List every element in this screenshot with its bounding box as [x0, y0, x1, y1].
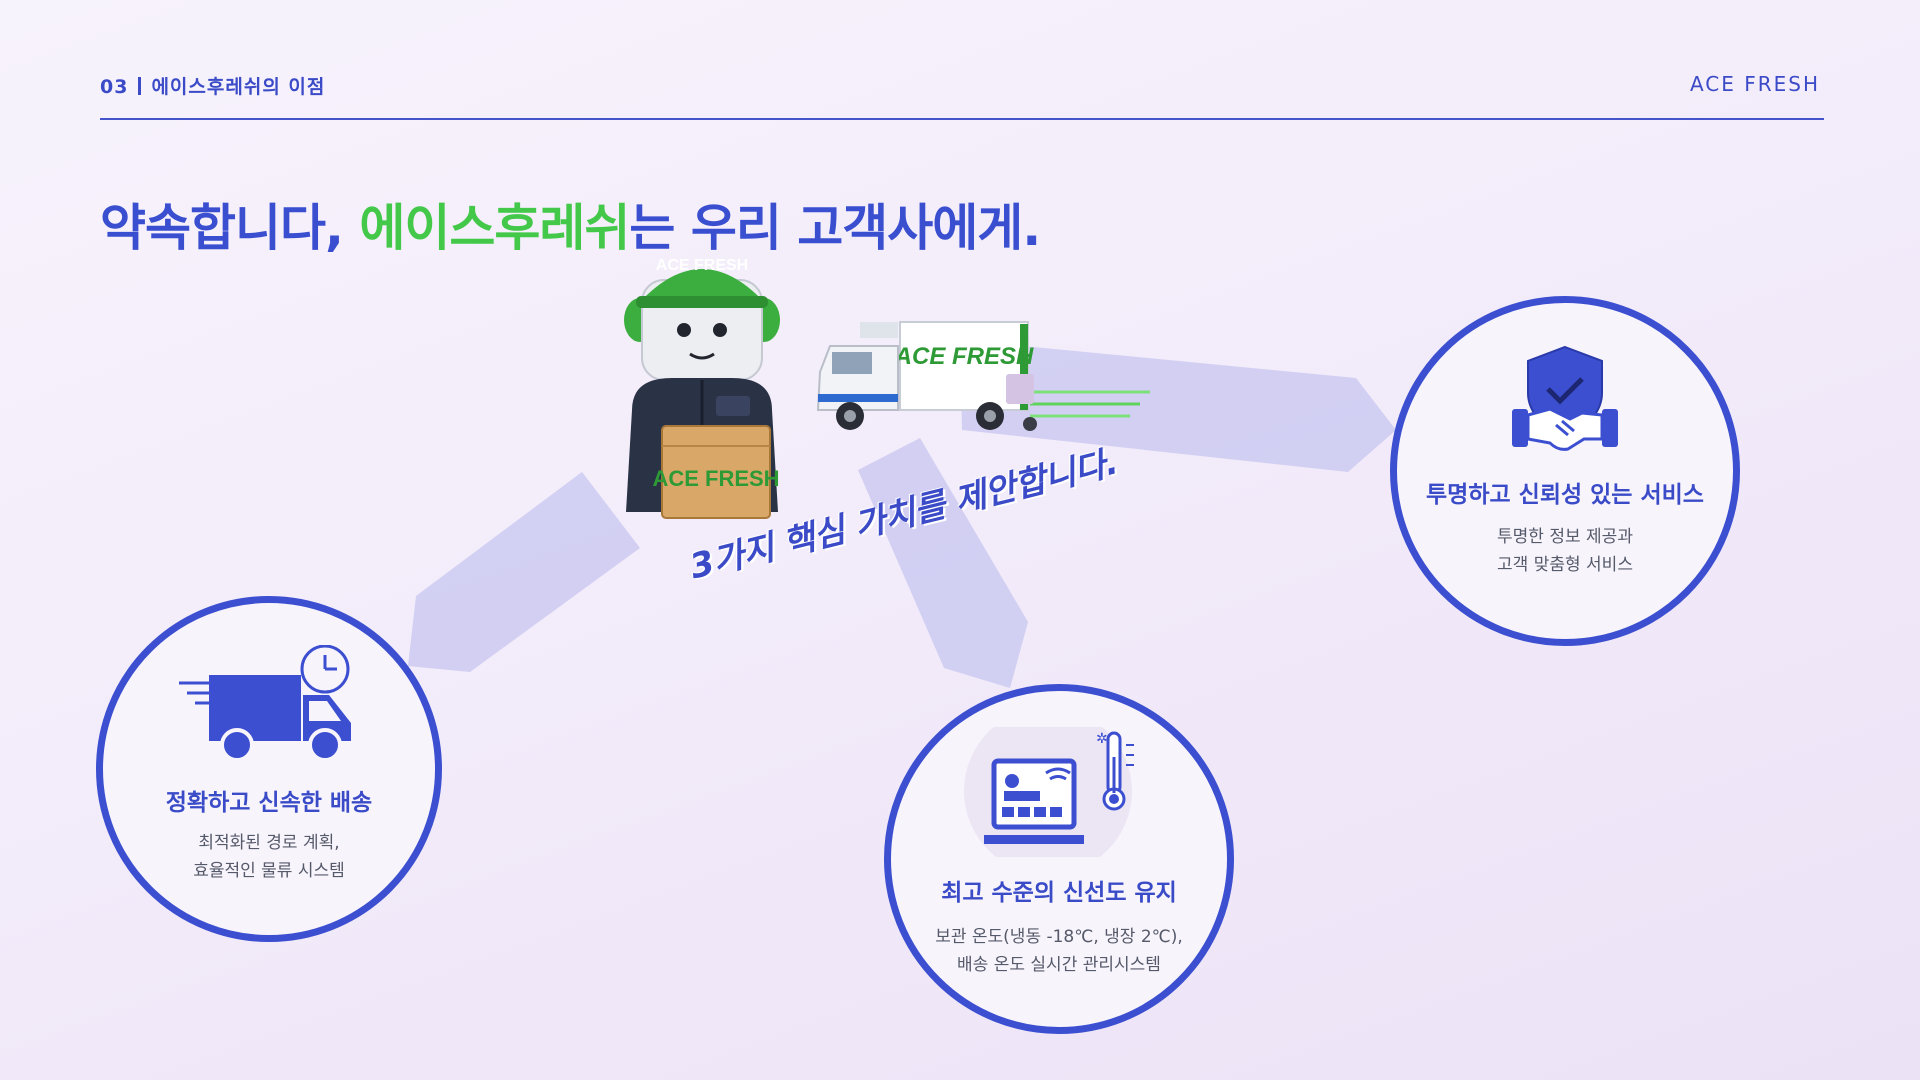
value-card-trust: 투명하고 신뢰성 있는 서비스 투명한 정보 제공과 고객 맞춤형 서비스	[1390, 296, 1740, 646]
truck-logo-text: ACE FRESH	[894, 343, 1034, 370]
arrow-to-trust	[960, 340, 1396, 472]
section-title: 에이스후레쉬의 이점	[151, 76, 326, 98]
value-desc-trust-line1: 투명한 정보 제공과	[1497, 527, 1633, 547]
section-label: 03 에이스후레쉬의 이점	[100, 72, 325, 99]
page-title-brand: 에이스후레쉬	[359, 199, 630, 257]
page-title: 약속합니다, 에이스후레쉬는 우리 고객사에게.	[100, 188, 1041, 260]
svg-text:✲: ✲	[1096, 731, 1108, 747]
arrow-to-delivery	[408, 472, 640, 672]
value-card-freshness: ✲ 최고 수준의 신선도 유지 보관 온도(냉동 -18℃, 냉장 2℃), 배…	[884, 684, 1234, 1034]
value-desc-trust: 투명한 정보 제공과 고객 맞춤형 서비스	[1397, 523, 1733, 579]
value-desc-freshness-line2: 배송 온도 실시간 관리시스템	[957, 955, 1161, 975]
shield-handshake-icon	[1512, 345, 1618, 451]
value-desc-delivery-line1: 최적화된 경로 계획,	[198, 833, 340, 853]
section-divider	[138, 77, 142, 95]
mascot-cap-text: ACE FRESH	[656, 257, 748, 274]
page-title-prefix: 약속합니다,	[100, 199, 360, 257]
section-number: 03	[100, 76, 129, 98]
value-card-delivery: 정확하고 신속한 배송 최적화된 경로 계획, 효율적인 물류 시스템	[96, 596, 442, 942]
value-desc-freshness-line1: 보관 온도(냉동 -18℃, 냉장 2℃),	[935, 927, 1183, 947]
refrigerated-truck-illustration: ACE FRESH	[816, 321, 1150, 431]
value-title-trust: 투명하고 신뢰성 있는 서비스	[1426, 482, 1704, 508]
value-desc-trust-line2: 고객 맞춤형 서비스	[1497, 555, 1633, 575]
temperature-monitor-icon: ✲	[964, 727, 1134, 857]
box-label: ACE FRESH	[652, 466, 779, 491]
value-desc-delivery-line2: 효율적인 물류 시스템	[193, 861, 345, 881]
value-title-delivery: 정확하고 신속한 배송	[165, 790, 373, 816]
value-title-freshness: 최고 수준의 신선도 유지	[941, 880, 1177, 906]
page-title-suffix: 는 우리 고객사에게.	[629, 199, 1041, 257]
arrow-to-freshness	[858, 438, 1028, 688]
value-desc-freshness: 보관 온도(냉동 -18℃, 냉장 2℃), 배송 온도 실시간 관리시스템	[891, 923, 1227, 979]
delivery-truck-clock-icon	[179, 645, 351, 761]
brand-label: ACE FRESH	[1689, 72, 1820, 96]
value-desc-delivery: 최적화된 경로 계획, 효율적인 물류 시스템	[103, 829, 435, 885]
mascot-illustration: ACE FRESH ACE FRESH	[624, 257, 780, 519]
header-divider	[100, 118, 1824, 120]
